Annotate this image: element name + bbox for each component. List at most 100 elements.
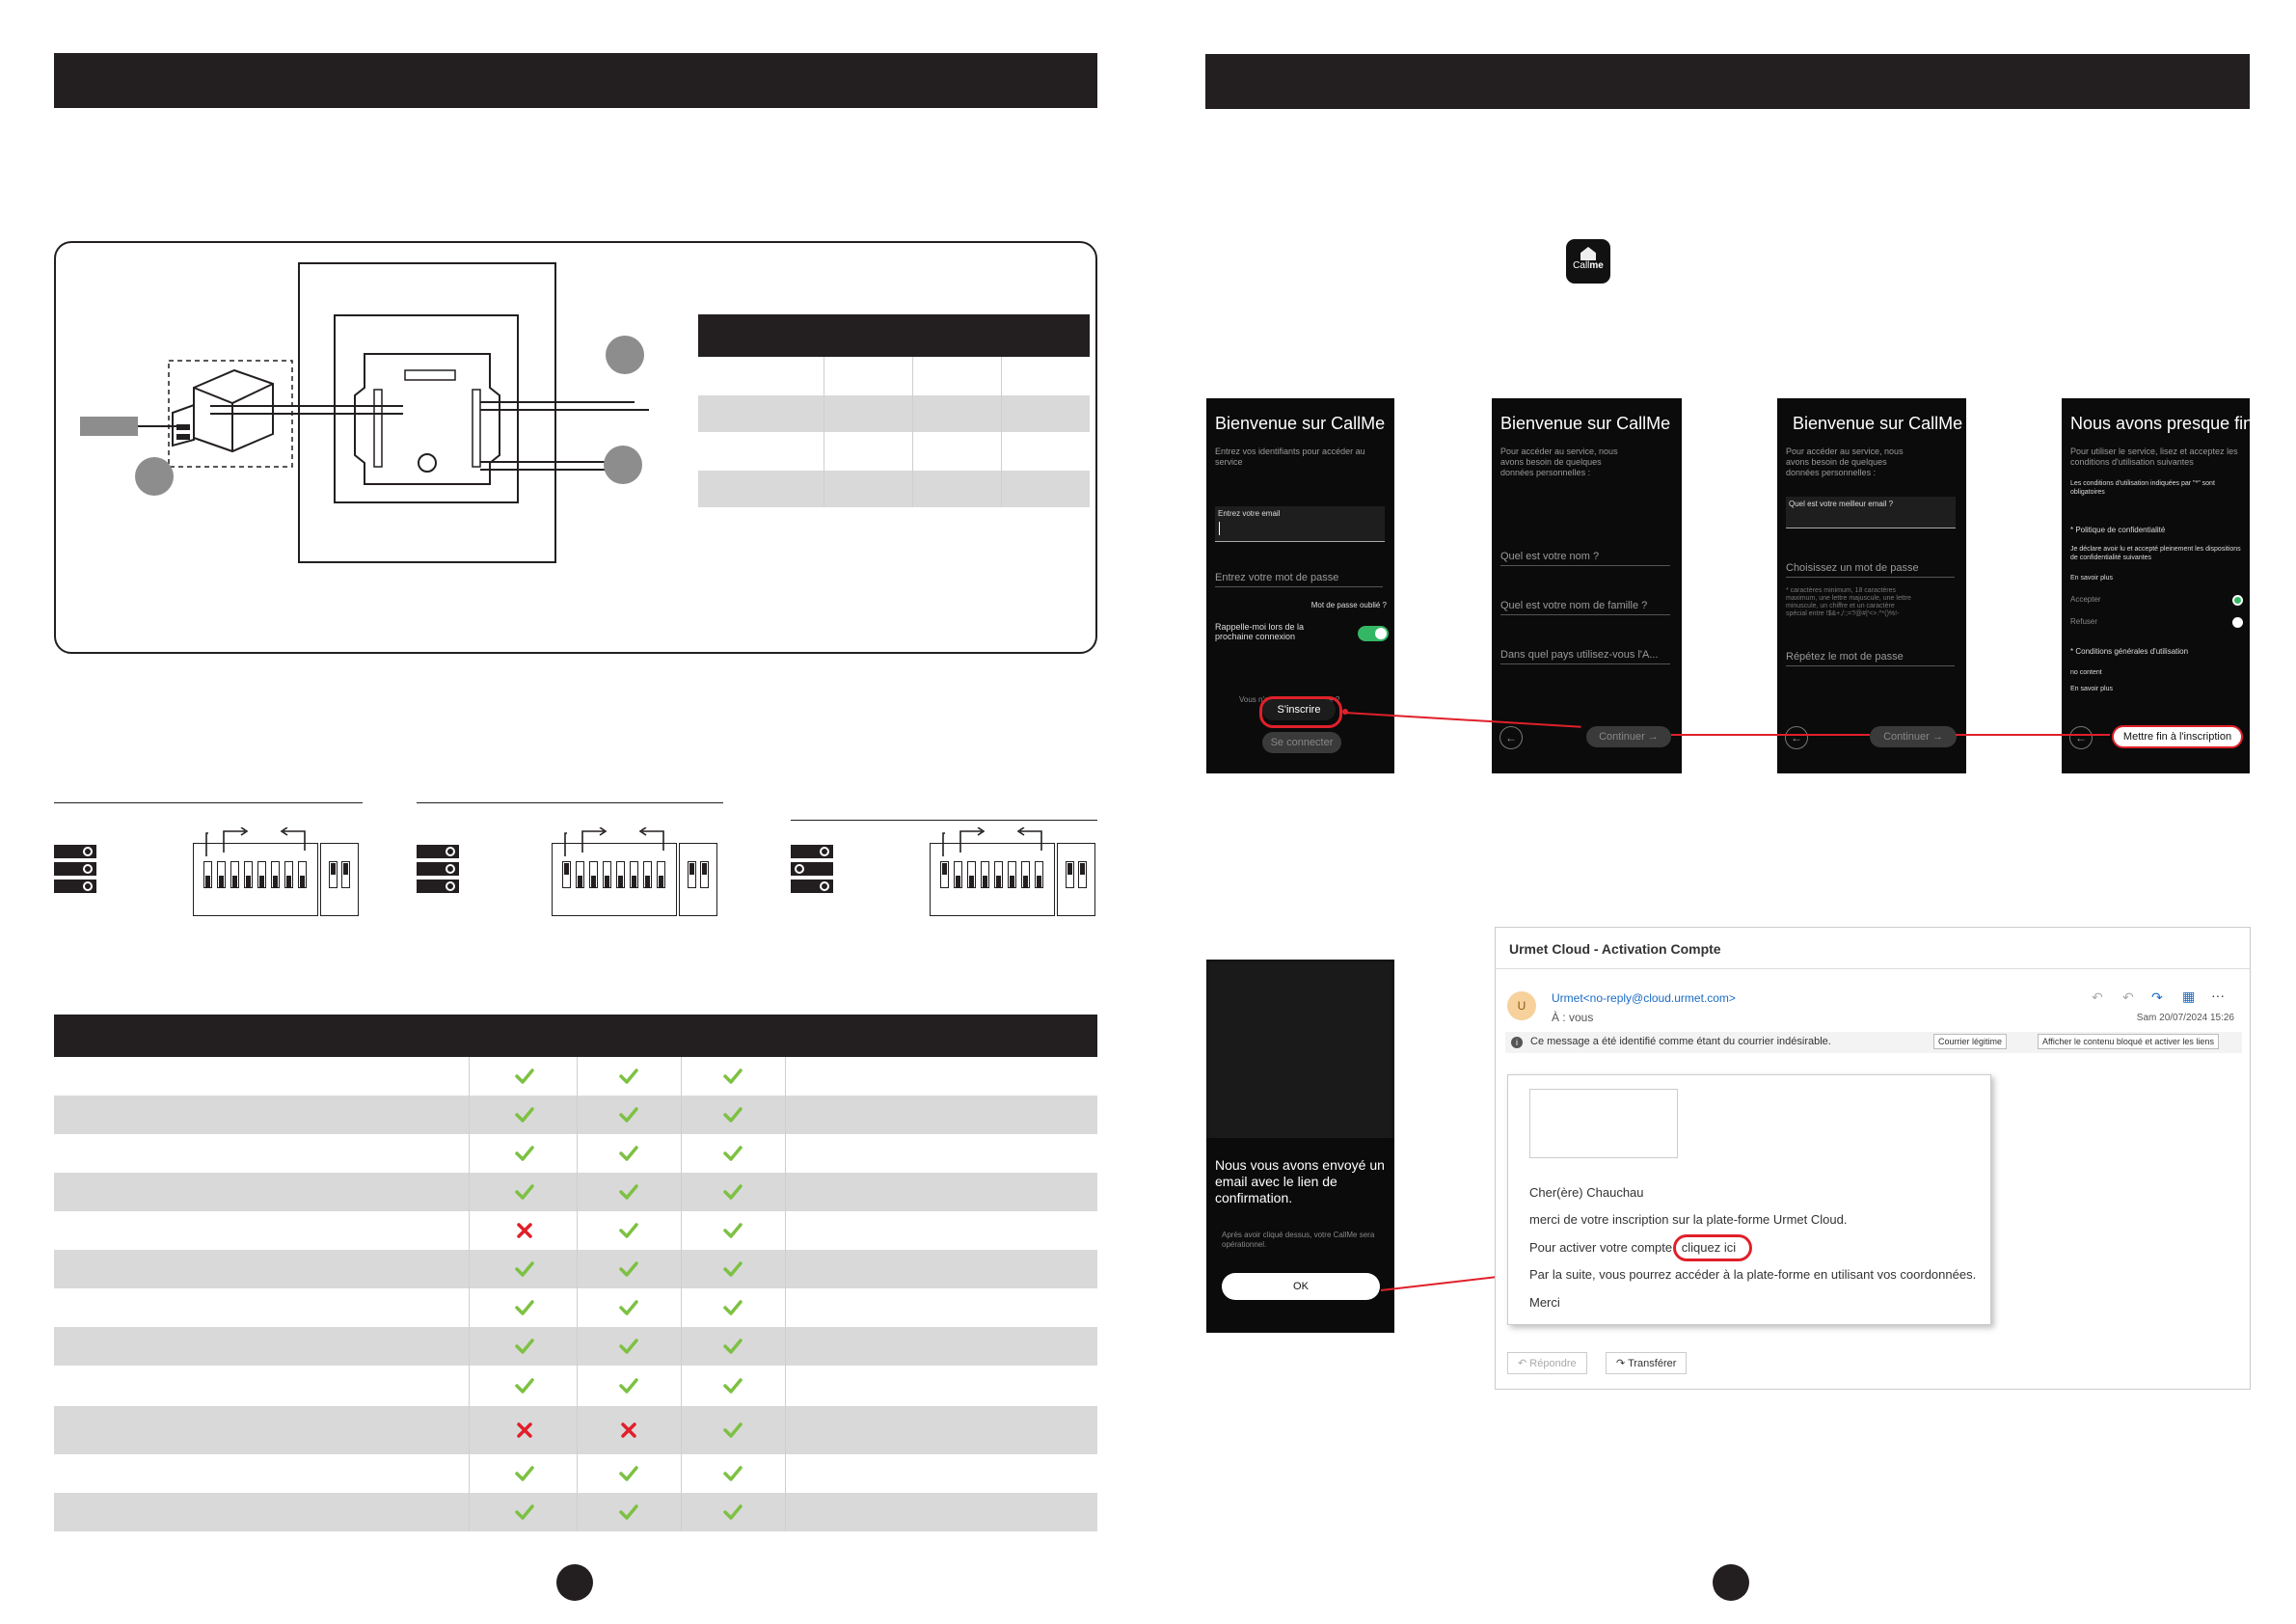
table-row (54, 1134, 1097, 1173)
reply-button[interactable]: ↶ Répondre (1507, 1352, 1587, 1374)
activate-text: Pour activer votre compte (1529, 1240, 1673, 1255)
legit-mail-button[interactable]: Courrier légitime (1933, 1034, 2008, 1049)
sender-address[interactable]: Urmet<no-reply@cloud.urmet.com> (1552, 991, 1736, 1005)
check-icon (515, 1107, 534, 1123)
confirmation-message: Nous vous avons envoyé un email avec le … (1215, 1157, 1385, 1205)
dip-key (271, 861, 280, 888)
finish-registration-button[interactable]: Mettre fin à l'inscription (2112, 725, 2243, 748)
reply-icon[interactable]: ↶ (2092, 989, 2103, 1005)
label-circle-1 (135, 457, 174, 496)
first-name-field[interactable]: Quel est votre nom ? (1500, 551, 1670, 566)
back-arrow-icon[interactable]: ← (1499, 726, 1523, 749)
password-field[interactable]: Choisissez un mot de passe (1786, 562, 1955, 578)
pcb-outline (354, 353, 500, 485)
activation-link[interactable]: cliquez ici (1681, 1240, 1737, 1255)
screen-title: Nous avons presque fini (2070, 414, 2250, 433)
ok-button[interactable]: OK (1222, 1273, 1380, 1300)
dip-key (329, 861, 338, 888)
password-field[interactable]: Entrez votre mot de passe (1215, 572, 1383, 587)
table-column-line (785, 1493, 786, 1531)
dip-key (230, 861, 239, 888)
accept-radio[interactable] (2232, 595, 2243, 606)
wiring-diagram (54, 241, 1097, 654)
dip-key (217, 861, 226, 888)
check-icon (619, 1466, 638, 1481)
house-icon (1580, 247, 1596, 260)
privacy-learn-more-link[interactable]: En savoir plus (2070, 575, 2113, 582)
screen-subtitle: Pour accéder au service, nous avons beso… (1500, 447, 1618, 477)
dip-key (616, 861, 625, 888)
check-icon (619, 1184, 638, 1200)
password-hint: * caractères minimum, 18 caractères maxi… (1786, 587, 1911, 617)
back-arrow-icon[interactable]: ← (1785, 726, 1808, 749)
table-column-line (469, 1173, 470, 1211)
wire-button-2 (480, 401, 635, 403)
signup-highlight (1259, 696, 1342, 728)
dip-key (589, 861, 598, 888)
mandatory-note: Les conditions d'utilisation indiquées p… (2070, 480, 2215, 496)
forward-button-label: Transférer (1628, 1358, 1677, 1369)
email-field[interactable]: Quel est votre meilleur email ? (1786, 497, 1956, 528)
table-column-line (681, 1250, 682, 1288)
table-row (54, 1096, 1097, 1134)
repeat-password-field[interactable]: Répétez le mot de passe (1786, 651, 1955, 666)
config-divider (417, 802, 723, 803)
last-name-field[interactable]: Quel est votre nom de famille ? (1500, 600, 1670, 615)
callme-app-icon: Callme (1566, 239, 1610, 284)
table-column-line (681, 1454, 682, 1493)
dip-key (967, 861, 976, 888)
table-column-line (577, 1211, 578, 1250)
wire-lock-1 (480, 461, 625, 463)
table-column-line (577, 1406, 578, 1454)
email-line-2: Pour activer votre compte cliquez ici (1529, 1240, 1736, 1255)
email-field[interactable]: Entrez votre email (1215, 506, 1385, 542)
screen-subtitle: Pour accéder au service, nous avons beso… (1786, 447, 1904, 477)
table-column-line (681, 1211, 682, 1250)
forward-icon[interactable]: ↷ (2151, 989, 2163, 1005)
led-indicator (791, 845, 833, 858)
more-options-icon[interactable]: ··· (2211, 988, 2225, 1003)
check-icon (723, 1107, 743, 1123)
check-icon (515, 1300, 534, 1315)
confirmation-dialog: Nous vous avons envoyé un email avec le … (1206, 1138, 1394, 1333)
table-column-line (469, 1134, 470, 1173)
table-column-line (785, 1134, 786, 1173)
check-icon (619, 1261, 638, 1277)
accept-label: Accepter (2070, 595, 2101, 604)
config-divider (791, 820, 1097, 821)
check-icon (723, 1504, 743, 1520)
remember-me-toggle[interactable] (1358, 626, 1389, 641)
login-button[interactable]: Se connecter (1262, 732, 1341, 753)
refuse-radio[interactable] (2232, 617, 2243, 628)
privacy-text: Je déclare avoir lu et accepté pleinemen… (2070, 546, 2241, 561)
spec-col-line-3 (1001, 357, 1002, 507)
led-indicator (417, 880, 459, 893)
dip-key (1008, 861, 1016, 888)
dip-key (576, 861, 584, 888)
table-column-line (469, 1211, 470, 1250)
reply-button-label: Répondre (1529, 1358, 1577, 1369)
forgot-password-link[interactable]: Mot de passe oublié ? (1310, 601, 1387, 609)
email-field-label: Quel est votre meilleur email ? (1789, 500, 1894, 508)
dip-key (940, 861, 949, 888)
left-header-bar (54, 53, 1097, 108)
forward-button[interactable]: ↷ Transférer (1606, 1352, 1688, 1374)
signup-button[interactable]: S'inscrire (1262, 699, 1336, 720)
check-icon (723, 1339, 743, 1354)
features-table-header (54, 1015, 1097, 1057)
email-signoff: Merci (1529, 1295, 1560, 1310)
continue-button[interactable]: Continuer → (1870, 726, 1957, 747)
dip-key (643, 861, 652, 888)
table-column-line (681, 1096, 682, 1134)
show-blocked-content-button[interactable]: Afficher le contenu bloqué et activer le… (2038, 1034, 2219, 1049)
table-column-line (681, 1288, 682, 1327)
apps-grid-icon[interactable]: ▦ (2182, 988, 2196, 1004)
flow-dot-1 (1342, 709, 1348, 715)
back-arrow-icon[interactable]: ← (2069, 726, 2093, 749)
table-column-line (785, 1211, 786, 1250)
continue-button[interactable]: Continuer → (1586, 726, 1671, 747)
logo-placeholder (1529, 1089, 1678, 1158)
reply-all-icon[interactable]: ↶ (2122, 989, 2134, 1005)
terms-learn-more-link[interactable]: En savoir plus (2070, 686, 2113, 692)
country-field[interactable]: Dans quel pays utilisez-vous l'A... (1500, 649, 1670, 664)
